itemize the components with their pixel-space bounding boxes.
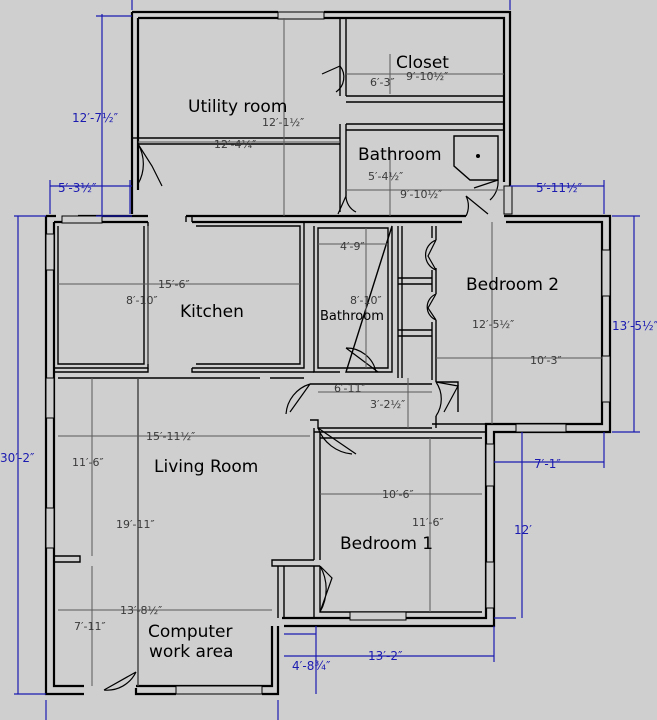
- room-label-closet: Closet: [396, 53, 449, 73]
- room-label-bathroom-mid: Bathroom: [320, 309, 384, 324]
- walls: [44, 10, 612, 696]
- room-label-living: Living Room: [154, 457, 258, 477]
- dim-bath-top-w2: 9′-10½″: [400, 188, 442, 201]
- room-label-bedroom1: Bedroom 1: [340, 534, 433, 554]
- dim-bottom-w: 13′-2″: [368, 649, 403, 663]
- dim-living-h: 11′-6″: [72, 456, 104, 469]
- room-label-kitchen: Kitchen: [180, 302, 244, 322]
- dim-utility-h: 12′-1½″: [262, 116, 304, 129]
- room-label-computer-2: work area: [149, 642, 233, 662]
- dim-living-w: 15′-11½″: [146, 430, 195, 443]
- dim-bed2-h: 12′-5½″: [472, 318, 514, 331]
- dim-bath-top-w: 5′-4½″: [368, 170, 403, 183]
- dim-bed1-h: 11′-6″: [412, 516, 444, 529]
- dim-utility-w: 12′-4¼″: [214, 138, 256, 151]
- outer-dimensions: [14, 0, 640, 720]
- dim-closet-w2: 9′-10½″: [406, 70, 448, 83]
- outer-dim-right-h: 13′-5½″: [612, 319, 657, 333]
- dim-left-h: 19′-11″: [116, 518, 155, 531]
- dimension-lines: [58, 18, 602, 686]
- dim-bath-mid-w: 4′-9″: [340, 240, 365, 253]
- outer-dim-bed1-ext-h: 12′: [514, 523, 532, 537]
- dim-kitchen-h: 8′-10″: [126, 294, 158, 307]
- dim-computer-w: 13′-8½″: [120, 604, 162, 617]
- dim-computer-h: 7′-11″: [74, 620, 106, 633]
- dim-hall-h: 3′-2½″: [370, 398, 405, 411]
- room-label-computer-1: Computer: [148, 622, 233, 642]
- room-label-bedroom2: Bedroom 2: [466, 275, 559, 295]
- room-label-utility: Utility room: [188, 97, 287, 117]
- dim-hall-w: 6′-11″: [334, 382, 366, 395]
- doors: [103, 65, 499, 691]
- outer-dim-right-top-w: 5′-11½″: [536, 181, 583, 195]
- outer-dim-bottom-offset: 4′-8¾″: [292, 659, 331, 673]
- room-label-bathroom-top: Bathroom: [358, 145, 442, 165]
- dim-bath-mid-h: 8′-10″: [350, 294, 382, 307]
- dim-bed1-w: 10′-6″: [382, 488, 414, 501]
- outer-dim-top-left-h: 12′-7½″: [72, 111, 119, 125]
- outer-dim-total-h: 30′-2″: [0, 451, 35, 465]
- dim-closet-w1: 6′-3″: [370, 76, 395, 89]
- dim-kitchen-w: 15′-6″: [158, 278, 190, 291]
- windows: [45, 11, 611, 695]
- outer-dim-porch-w: 5′-3½″: [58, 181, 97, 195]
- dim-bed2-w: 10′-3″: [530, 354, 562, 367]
- outer-dim-bed1-ext-w: 7′-1″: [534, 457, 561, 471]
